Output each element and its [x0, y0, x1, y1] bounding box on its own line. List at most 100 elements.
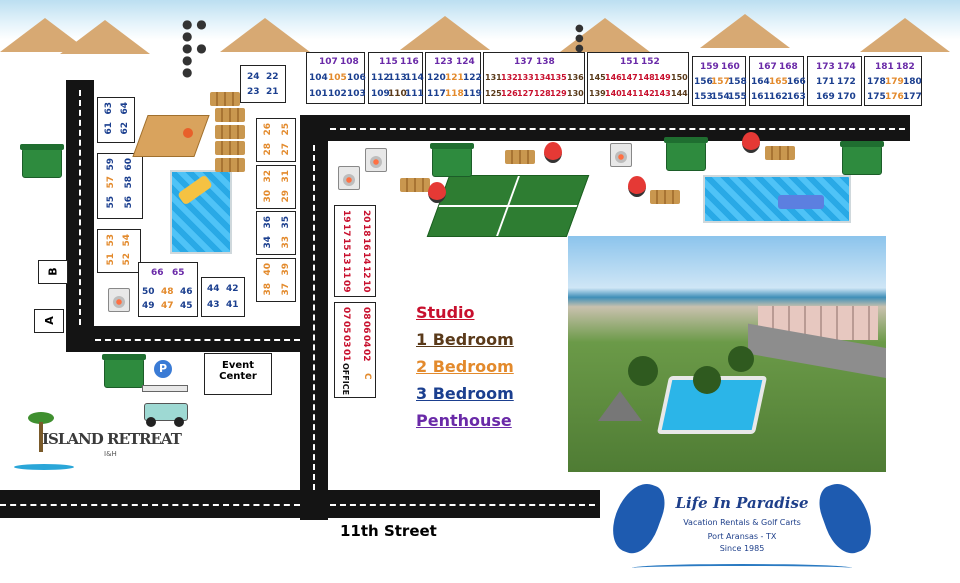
golf-cart-wheel — [146, 417, 156, 427]
building-01-08-office: 08 06 04 02 C 07 05 03 01 OFFICE — [334, 302, 376, 398]
unit-54: 54 — [122, 234, 132, 247]
unit-103: 103 — [347, 89, 366, 99]
unit-20: 20 — [361, 210, 371, 223]
unit-56: 56 — [124, 196, 134, 209]
unit-04: 04 — [361, 335, 371, 348]
brand-wave — [632, 564, 852, 572]
unit-118: 118 — [445, 89, 464, 99]
unit-19: 19 — [341, 210, 351, 223]
golf-cart-icon — [140, 385, 190, 431]
unit-127: 127 — [517, 89, 534, 98]
unit-47: 47 — [161, 301, 174, 311]
unit-07: 07 — [341, 307, 351, 320]
building-109-116: 115 116 112 113 114 109 110 111 — [368, 52, 424, 104]
unit-173: 173 — [816, 62, 835, 72]
unit-150: 150 — [671, 73, 688, 82]
unit-16: 16 — [361, 238, 371, 251]
unit-137: 137 — [514, 57, 533, 67]
unit-34: 34 — [263, 236, 273, 249]
unit-161: 161 — [751, 92, 770, 102]
unit-65: 65 — [172, 268, 185, 278]
unit-51: 51 — [106, 253, 116, 266]
picnic-table-icon — [215, 108, 245, 122]
laundry-icon — [365, 148, 387, 172]
unit-149: 149 — [654, 73, 671, 82]
unit-126: 126 — [501, 89, 518, 98]
dumpster-icon — [430, 143, 474, 177]
building-125-138: 137 138 131 132 133 134 135 136 125 126 … — [483, 52, 585, 104]
unit-01: 01 — [341, 349, 351, 362]
unit-153: 153 — [694, 92, 713, 102]
unit-157: 157 — [711, 77, 730, 87]
unit-46: 46 — [180, 287, 193, 297]
unit-108: 108 — [340, 57, 359, 67]
picnic-table-icon — [765, 146, 795, 160]
unit-125: 125 — [485, 89, 502, 98]
photo-palm — [628, 356, 658, 386]
unit-115: 115 — [379, 57, 398, 67]
grill-icon — [628, 176, 646, 197]
unit-178: 178 — [867, 77, 886, 87]
unit-106: 106 — [347, 73, 366, 83]
pool-icon — [703, 175, 851, 223]
island-retreat-logo: ISLAND RETREAT I&H — [12, 412, 182, 474]
office-label: OFFICE — [341, 363, 350, 396]
photo-palm — [728, 346, 754, 372]
sand-dune — [220, 18, 310, 52]
tennis-court-icon — [426, 175, 590, 237]
unit-49: 49 — [142, 301, 155, 311]
building-169-174: 173 174 171 172 169 170 — [807, 56, 862, 106]
footprints-icon: ●●● — [575, 23, 584, 54]
basketball-court-icon — [132, 115, 210, 157]
unit-31: 31 — [281, 170, 291, 183]
picnic-table-icon — [650, 190, 680, 204]
legend-one-bedroom: 1 Bedroom — [416, 330, 514, 349]
unit-109: 109 — [371, 89, 390, 99]
unit-117: 117 — [427, 89, 446, 99]
road-marking — [330, 128, 905, 130]
unit-133: 133 — [517, 73, 534, 82]
unit-60: 60 — [124, 158, 134, 171]
unit-122: 122 — [463, 73, 482, 83]
logo-wave — [14, 464, 74, 470]
unit-160: 160 — [721, 62, 740, 72]
unit-145: 145 — [589, 73, 606, 82]
building-09-20: 20 18 16 14 12 10 19 17 15 13 11 09 — [334, 205, 376, 297]
picnic-table-icon — [215, 158, 245, 172]
road-marking — [0, 504, 300, 506]
unit-181: 181 — [875, 62, 894, 72]
unit-22: 22 — [266, 72, 279, 82]
picnic-table-icon — [215, 125, 245, 139]
unit-41: 41 — [226, 300, 239, 310]
unit-140: 140 — [605, 89, 622, 98]
building-161-168: 167 168 164 165 166 161 162 163 — [749, 56, 806, 106]
grill-icon — [428, 182, 446, 203]
unit-63: 63 — [104, 102, 114, 115]
building-61-64: 64 62 63 61 — [97, 97, 135, 143]
unit-57: 57 — [106, 176, 116, 189]
laundry-icon — [610, 143, 632, 167]
unit-03: 03 — [341, 335, 351, 348]
unit-08: 08 — [361, 307, 371, 320]
unit-61: 61 — [104, 122, 114, 135]
event-center: Event Center — [204, 353, 272, 395]
gate-a: A — [34, 309, 64, 333]
unit-158: 158 — [728, 77, 747, 87]
golf-cart-body — [144, 403, 188, 421]
unit-64: 64 — [120, 102, 130, 115]
unit-104: 104 — [309, 73, 328, 83]
unit-120: 120 — [427, 73, 446, 83]
unit-36: 36 — [263, 216, 273, 229]
unit-138: 138 — [536, 57, 555, 67]
unit-119: 119 — [463, 89, 482, 99]
legend-penthouse: Penthouse — [416, 411, 512, 430]
unit-143: 143 — [654, 89, 671, 98]
gate-b-label: B — [46, 267, 60, 276]
photo-palm — [693, 366, 721, 394]
unit-40: 40 — [263, 263, 273, 276]
unit-55: 55 — [106, 196, 116, 209]
sand-dune — [400, 16, 490, 50]
gate-b: B — [38, 260, 68, 284]
unit-105: 105 — [328, 73, 347, 83]
unit-24: 24 — [247, 72, 260, 82]
